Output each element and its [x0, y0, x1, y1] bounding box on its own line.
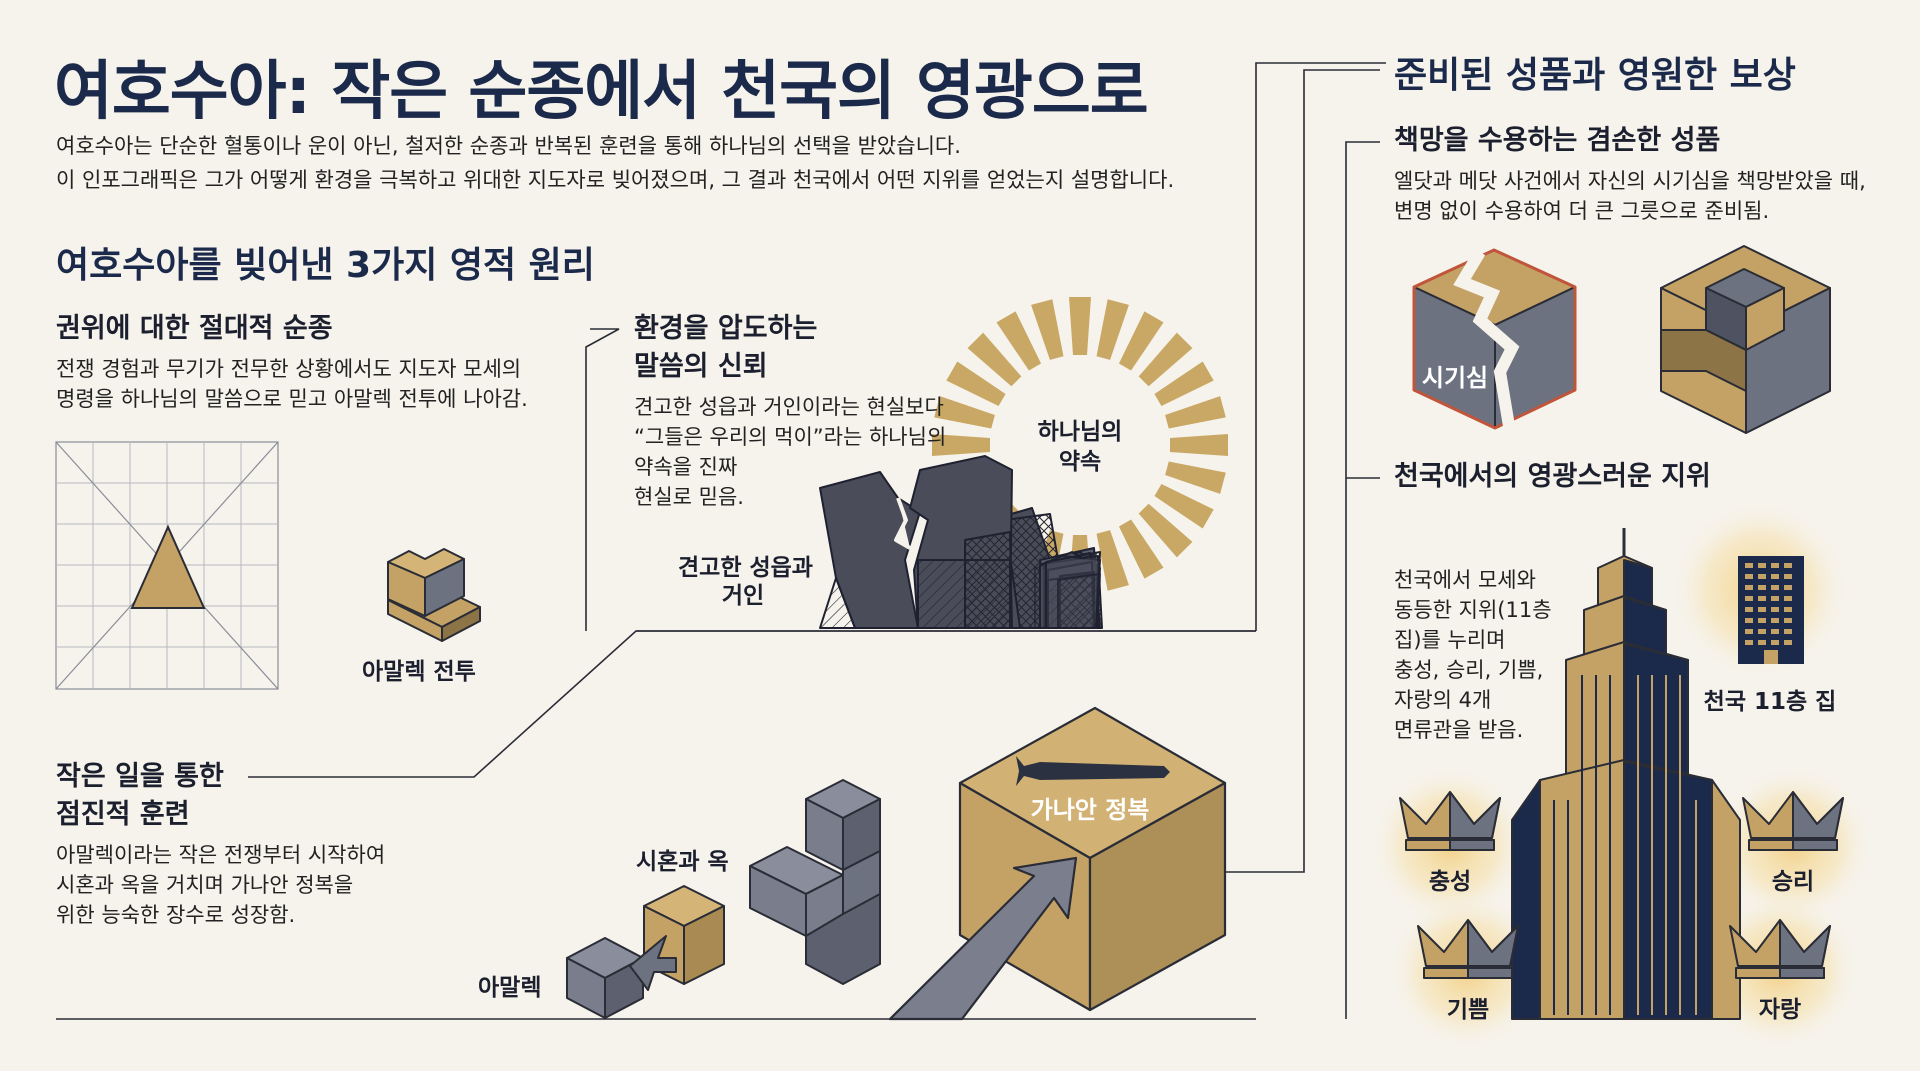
principles-heading: 여호수아를 빚어낸 3가지 영적 원리	[56, 245, 595, 286]
amalek-battle-label: 아말렉 전투	[362, 659, 476, 685]
faith-title-2: 말씀의 신뢰	[634, 351, 768, 382]
amalek-battle-icon	[387, 548, 481, 642]
training-desc-1: 아말렉이라는 작은 전쟁부터 시작하여	[56, 843, 386, 867]
training-title-2: 점진적 훈련	[56, 799, 190, 830]
obedience-desc-2: 명령을 하나님의 말씀으로 믿고 아말렉 전투에 나아감.	[56, 387, 528, 411]
faith-desc-2: “그들은 우리의 먹이”라는 하나님의	[634, 425, 947, 449]
promise-label-1: 하나님의	[1037, 419, 1123, 445]
training-desc-3: 위한 능숙한 장수로 성장함.	[56, 903, 296, 927]
training-desc-2: 시혼과 옥을 거치며 가나안 정복을	[56, 873, 354, 897]
page-title: 여호수아: 작은 순종에서 천국의 영광으로	[54, 55, 1149, 129]
obedience-desc-1: 전쟁 경험과 무기가 전무한 상황에서도 지도자 모세의	[56, 357, 522, 381]
training-title-1: 작은 일을 통한	[56, 761, 224, 792]
connector-lines	[56, 62, 1386, 1020]
crown-label-victory: 승리	[1771, 869, 1815, 895]
step-canaan-label: 가나안 정복	[1030, 796, 1150, 824]
promise-label-2: 약속	[1058, 449, 1102, 475]
glory-desc-2: 동등한 지위(11층	[1394, 598, 1552, 622]
heaven-skyscraper-icon	[1511, 528, 1741, 1020]
vessel-cube-icon	[1660, 245, 1831, 434]
glory-title: 천국에서의 영광스러운 지위	[1394, 461, 1711, 492]
canaan-conquest-icon	[888, 706, 1227, 1021]
heaven-house-label: 천국 11층 집	[1703, 689, 1837, 715]
eleven-floor-house-icon	[1738, 556, 1804, 664]
jealousy-label: 시기심	[1421, 364, 1489, 392]
faith-desc-4: 현실로 믿음.	[634, 485, 744, 509]
obedience-title: 권위에 대한 절대적 순종	[56, 313, 333, 344]
humility-desc-1: 엘닷과 메닷 사건에서 자신의 시기심을 책망받았을 때,	[1394, 169, 1866, 193]
faith-desc-1: 견고한 성읍과 거인이라는 현실보다	[634, 395, 944, 419]
training-steps-icon	[566, 779, 881, 1019]
fortress-label-1: 견고한 성읍과	[678, 555, 813, 581]
humility-title: 책망을 수용하는 겸손한 성품	[1394, 125, 1721, 156]
glory-desc-6: 면류관을 받음.	[1394, 718, 1524, 742]
glory-desc-3: 집)를 누리며	[1394, 628, 1506, 652]
broken-jealousy-cube-icon	[1412, 248, 1577, 433]
crown-label-boast: 자랑	[1758, 997, 1802, 1023]
intro-line-1: 여호수아는 단순한 혈통이나 운이 아닌, 철저한 순종과 반복된 훈련을 통해…	[56, 134, 961, 158]
crown-label-faithfulness: 충성	[1428, 869, 1472, 895]
obedience-grid-icon	[55, 441, 279, 690]
step-sihon-og-label: 시혼과 옥	[636, 849, 729, 875]
reward-heading: 준비된 성품과 영원한 보상	[1394, 55, 1796, 96]
crown-label-joy: 기쁨	[1446, 997, 1490, 1023]
faith-title-1: 환경을 압도하는	[634, 313, 818, 344]
intro-line-2: 이 인포그래픽은 그가 어떻게 환경을 극복하고 위대한 지도자로 빚어졌으며,…	[56, 168, 1175, 192]
humility-desc-2: 변명 없이 수용하여 더 큰 그릇으로 준비됨.	[1394, 199, 1770, 223]
glory-desc-5: 자랑의 4개	[1394, 688, 1492, 712]
fortress-ruins-icon	[819, 455, 1103, 629]
crown-icons	[1399, 791, 1844, 979]
step-amalek-label: 아말렉	[478, 975, 542, 1001]
glory-desc-4: 충성, 승리, 기쁨,	[1394, 658, 1544, 682]
promise-sun-rays-icon	[932, 297, 1228, 593]
glory-desc-1: 천국에서 모세와	[1394, 568, 1536, 592]
fortress-label-2: 거인	[721, 583, 765, 609]
faith-desc-3: 약속을 진짜	[634, 455, 738, 479]
